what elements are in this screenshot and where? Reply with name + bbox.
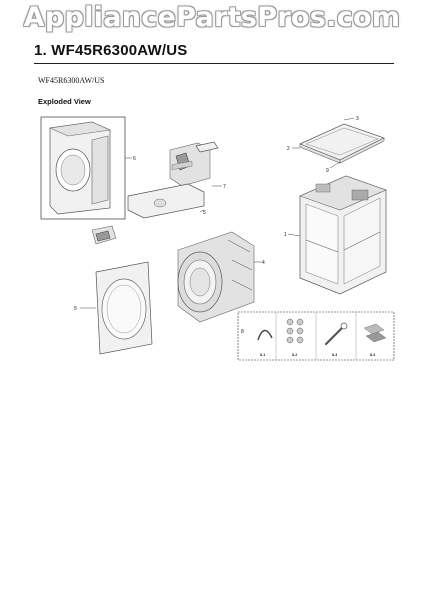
model-number: WF45R6300AW/US [38,76,105,85]
leader-lines [80,117,355,309]
part-tub-assembly [177,231,255,323]
title-divider [34,63,394,64]
callout-1: 1 [284,232,287,238]
part-door-assembly [95,261,153,355]
callout-8: 8 [241,329,244,335]
part-top-cover [299,123,385,164]
callout-2: 2 [287,146,290,152]
part-cabinet-frame [299,175,387,295]
part-accessory-kit [237,311,395,361]
callout-5-door: 5 [74,306,77,312]
washer-assembly-reference [40,116,126,220]
watermark: AppliancePartsPros.com [23,2,401,33]
kit-label-2: 8-2 [292,353,297,357]
part-control-panel [127,160,205,219]
kit-label-4: 8-4 [370,353,375,357]
page-title: 1. WF45R6300AW/US [34,42,188,59]
kit-label-3: 8-3 [332,353,337,357]
callout-4: 4 [262,260,265,266]
kit-label-1: 8-1 [260,353,265,357]
callout-5-panel: 5 [203,210,206,216]
callout-6: 6 [133,156,136,162]
part-detergent-drawer [91,225,117,245]
callout-9: 9 [326,168,329,174]
section-heading: Exploded View [38,97,91,106]
callout-3: 3 [356,116,359,122]
callout-7: 7 [223,184,226,190]
